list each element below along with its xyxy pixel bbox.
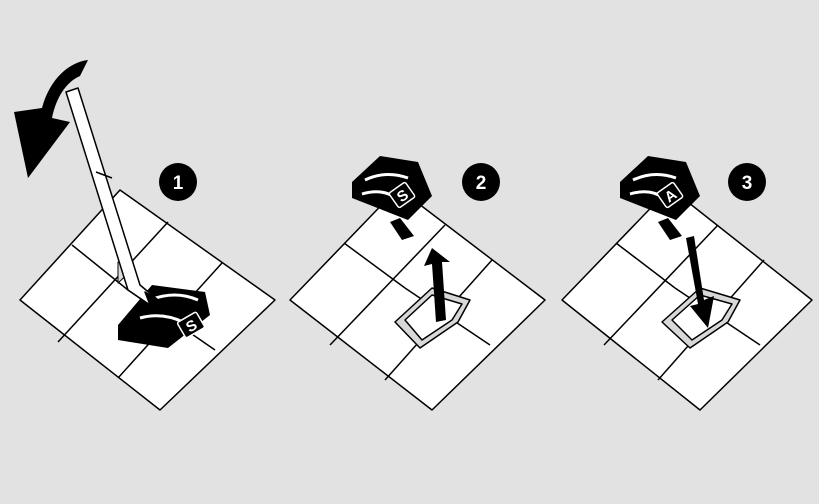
step-1-panel: S 1 (14, 60, 275, 410)
step-2-number: 2 (476, 173, 487, 194)
step-3-panel: A 3 (562, 156, 812, 410)
step-3-badge: 3 (728, 163, 766, 201)
step-2-keyboard (290, 188, 545, 410)
step-2-panel: S 2 (290, 156, 545, 410)
step-3-number: 3 (742, 173, 753, 194)
step-1-number: 1 (173, 173, 184, 194)
step-1-badge: 1 (159, 163, 197, 201)
step-2-badge: 2 (462, 163, 500, 201)
